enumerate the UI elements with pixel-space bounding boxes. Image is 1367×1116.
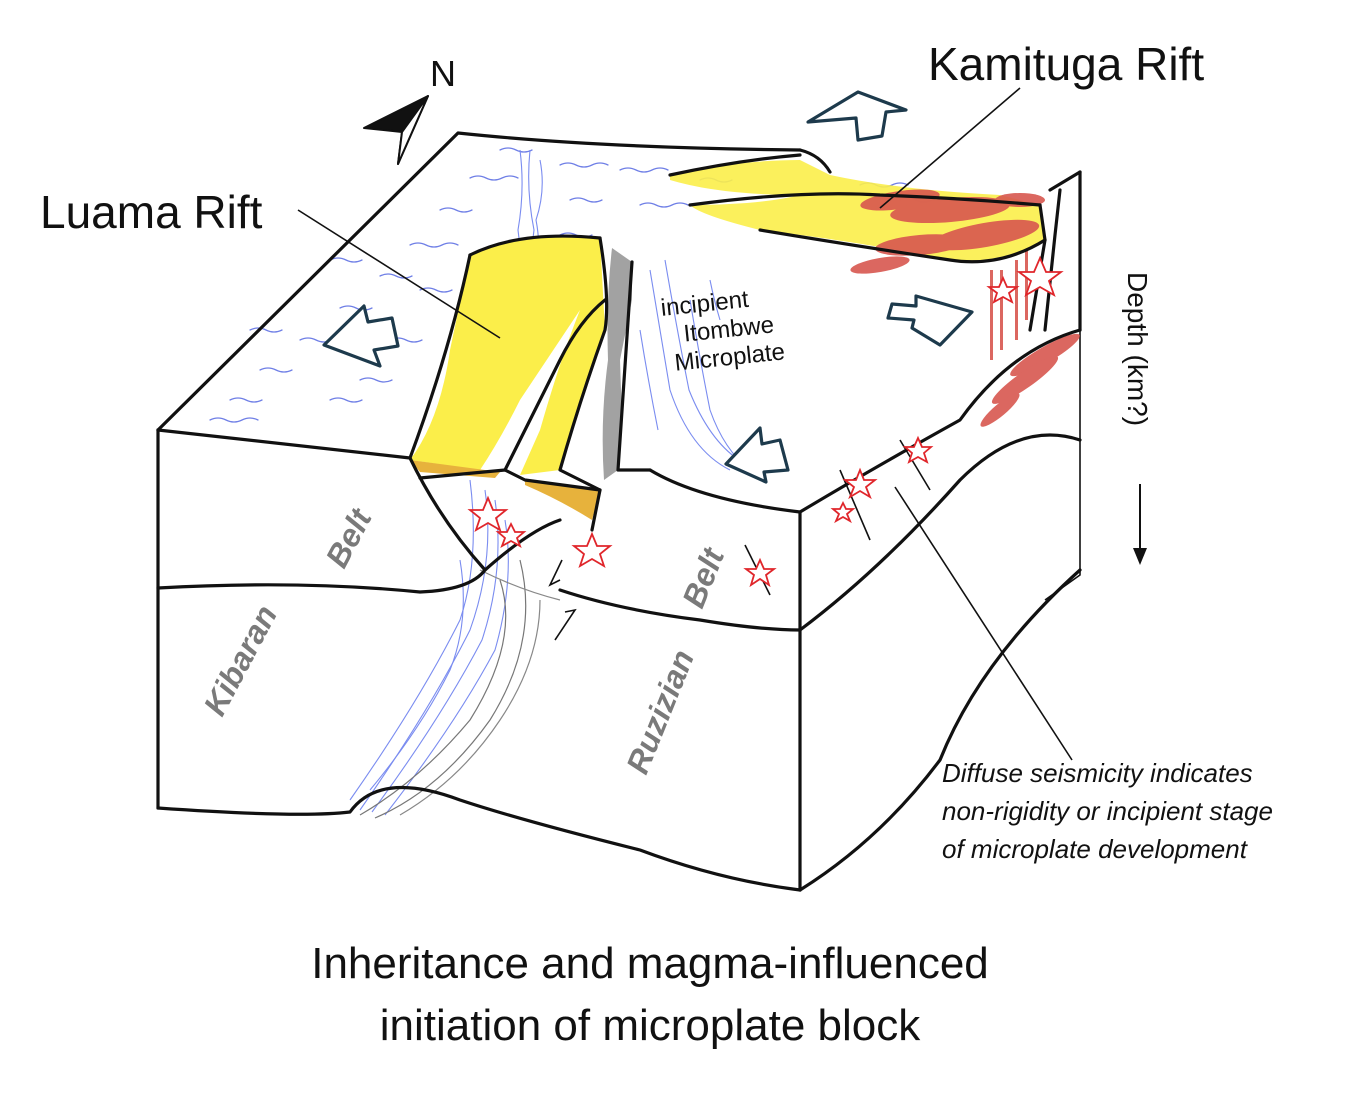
north-label: N [430, 53, 456, 94]
luama-rift-fill [410, 236, 605, 475]
caption-line2: initiation of microplate block [380, 1001, 921, 1050]
depth-axis-label: Depth (km?) [1122, 272, 1153, 426]
note-line1: Diffuse seismicity indicates [942, 758, 1253, 788]
star-icon [902, 435, 934, 464]
star-icon [571, 531, 613, 568]
block-front-face [158, 430, 800, 890]
star-icon [830, 500, 856, 524]
caption: Inheritance and magma-influenced initiat… [311, 939, 989, 1050]
luama-rift-label: Luama Rift [40, 186, 263, 238]
leader-lines [297, 87, 1073, 761]
north-arrow: N [363, 53, 456, 165]
shear-zone-scribbles [349, 479, 561, 819]
caption-line1: Inheritance and magma-influenced [311, 939, 989, 988]
star-icon [495, 521, 527, 548]
hollow-arrow-icon [886, 294, 974, 347]
seismicity-note: Diffuse seismicity indicates non-rigidit… [942, 758, 1273, 864]
note-line2: non-rigidity or incipient stage [942, 796, 1273, 826]
hollow-arrow-icon [322, 304, 400, 368]
north-arrow-icon [363, 95, 429, 165]
note-line3: of microplate development [942, 834, 1249, 864]
star-icon [842, 467, 878, 500]
star-icon [986, 275, 1020, 304]
extension-arrows [322, 90, 974, 484]
magma-lenses [850, 189, 1080, 427]
kamituga-rift-label: Kamituga Rift [928, 38, 1204, 90]
earthquakes [467, 255, 1064, 588]
microplate-label: incipient Itombwe Microplate [659, 286, 786, 377]
hollow-arrow-icon [806, 90, 908, 142]
hollow-arrow-icon [724, 426, 790, 484]
star-icon [743, 557, 777, 588]
star-icon [467, 495, 509, 532]
fault-scarp-hatch [602, 248, 632, 480]
depth-axis: Depth (km?) [1122, 272, 1153, 565]
star-icon [1016, 255, 1064, 297]
block-outline [156, 131, 1082, 892]
block-right-face [800, 330, 1080, 890]
